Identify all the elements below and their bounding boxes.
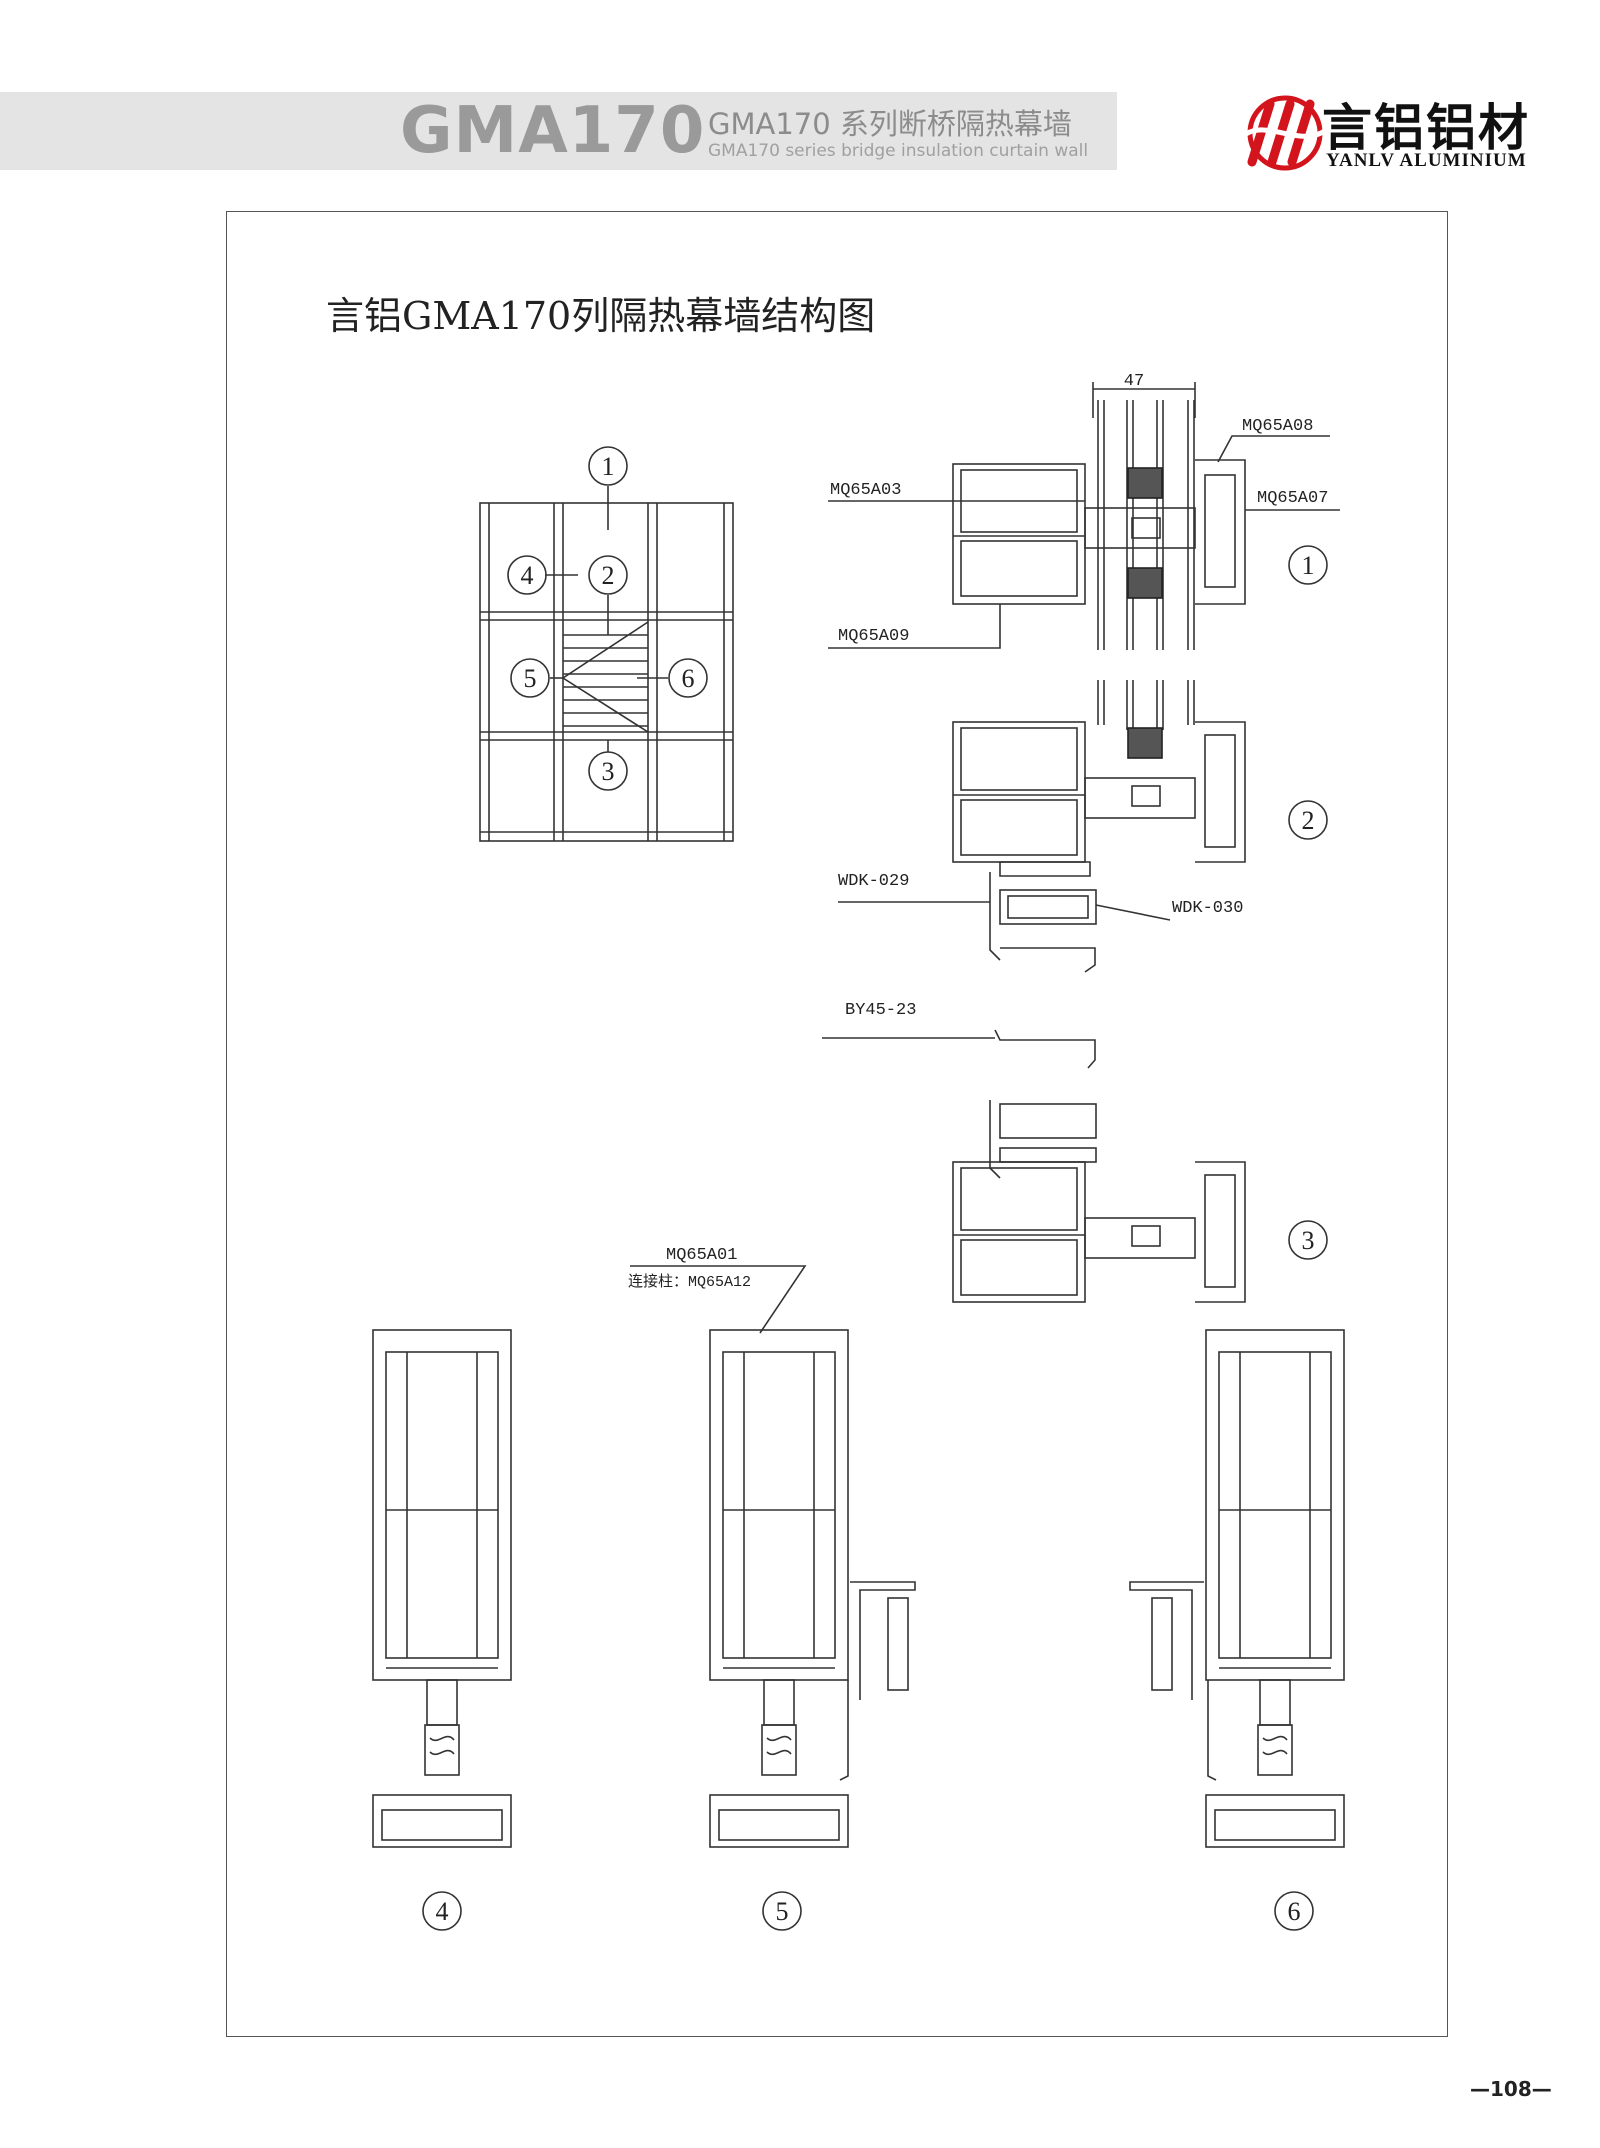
leader-lines-2 [838, 800, 1328, 921]
brand-name-en: YANLV ALUMINIUM [1326, 150, 1527, 171]
label-mq65a08: MQ65A08 [1242, 417, 1313, 436]
page-number: —108— [1470, 2077, 1552, 2101]
drawing-frame [226, 211, 1448, 2037]
leader-lines-1 [828, 435, 1340, 649]
section-5 [709, 1329, 916, 1931]
drawing-title: 言铝GMA170列隔热幕墙结构图 [326, 294, 876, 338]
elev-marker-1: 1 [602, 452, 615, 481]
label-mq65a03: MQ65A03 [830, 481, 901, 500]
section-marker-4: 4 [436, 1897, 449, 1926]
brand-logo-icon [1244, 95, 1328, 171]
series-code: GMA170 [400, 94, 706, 168]
elev-marker-2: 2 [602, 561, 615, 590]
section-marker-2: 2 [1302, 806, 1315, 835]
label-mq65a07: MQ65A07 [1257, 489, 1328, 508]
elev-marker-5: 5 [524, 664, 537, 693]
elev-marker-6: 6 [682, 664, 695, 693]
facade-elevation [479, 446, 734, 842]
label-wdk030: WDK-030 [1172, 899, 1243, 918]
section-6 [1129, 1329, 1345, 1931]
label-by4523: BY45-23 [845, 1001, 916, 1020]
series-name-en: GMA170 series bridge insulation curtain … [708, 141, 1089, 161]
brand-name-cn: 言铝铝材 [1322, 99, 1530, 157]
elev-marker-4: 4 [521, 561, 534, 590]
section-marker-6: 6 [1288, 1897, 1301, 1926]
dimension-47: 47 [1124, 372, 1144, 391]
section-marker-3: 3 [1302, 1226, 1315, 1255]
leader-mq65a01 [630, 1265, 807, 1334]
section-4 [372, 1329, 512, 1931]
label-connector: 连接柱：MQ65A12 [628, 1273, 751, 1291]
section-1 [952, 382, 1246, 650]
series-name-cn: GMA170 系列断桥隔热幕墙 [708, 107, 1072, 141]
section-3 [822, 1029, 1328, 1303]
header-band [0, 92, 1117, 170]
section-2 [952, 680, 1246, 973]
label-wdk029: WDK-029 [838, 872, 909, 891]
label-mq65a01: MQ65A01 [666, 1246, 737, 1265]
label-mq65a09: MQ65A09 [838, 627, 909, 646]
section-marker-5: 5 [776, 1897, 789, 1926]
section-marker-1: 1 [1302, 551, 1315, 580]
elev-marker-3: 3 [602, 757, 615, 786]
